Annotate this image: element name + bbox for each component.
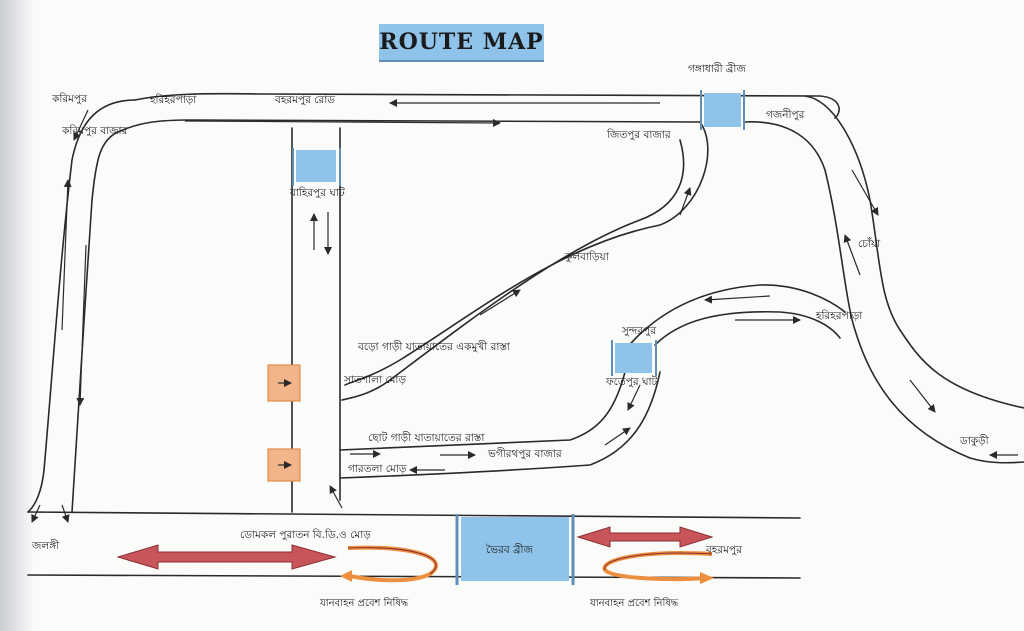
road-sundarpur-outer — [624, 284, 846, 351]
label-fatehpur-ghat: ফতেপুর ঘাট — [605, 375, 659, 388]
direction-arrow-icon — [76, 244, 87, 406]
label-no-entry-left: যানবাহন প্রবেশ নিষিদ্ধ — [319, 597, 409, 609]
checkpoint-sat-shala — [267, 364, 301, 402]
label-bhairab-bridge: ভৈরব ব্রীজ — [486, 543, 533, 556]
label-karimpur: করিমপুর — [51, 92, 88, 105]
road-top-inner — [117, 119, 701, 133]
label-domkal-more: ডোমকল পুরাতন বি.ডি.ও মোড় — [240, 528, 371, 541]
label-sat-shala-more: সাতশালা মোড় — [343, 374, 406, 386]
road-fatehpur-right — [339, 371, 661, 479]
title-banner: ROUTE MAP — [379, 24, 544, 62]
road-network — [27, 92, 1024, 579]
double-headed-arrow-icon — [576, 526, 714, 548]
direction-arrow-icon — [329, 485, 343, 509]
direction-arrow-icon — [73, 109, 89, 141]
label-jalangi: জলঙ্গী — [31, 539, 60, 552]
double-headed-arrow-icon — [116, 544, 337, 570]
label-gangadhari-bridge: গঙ্গাধারী ব্রীজ — [688, 62, 746, 75]
road-right-inner — [744, 121, 1024, 464]
map-labels: গঙ্গাধারী ব্রীজ করিমপুর হরিহরপাড়া বহরমপ… — [31, 62, 990, 609]
direction-arrows — [31, 99, 1018, 523]
direction-arrow-icon — [604, 427, 631, 446]
no-entry-uturn-icon — [347, 545, 438, 583]
double-headed-arrow-left — [116, 544, 337, 570]
checkpoint-garatala — [267, 448, 301, 482]
direction-arrow-icon — [184, 118, 501, 127]
no-entry-uturn-icon — [602, 551, 713, 582]
map-title: ROUTE MAP — [379, 29, 544, 55]
label-no-entry-right: যানবাহন প্রবেশ নিষিদ্ধ — [589, 597, 679, 609]
label-jitpur-bazar: জিতপুর বাজার — [606, 128, 672, 141]
road-left-outer — [27, 99, 136, 513]
water-bridge-icon — [461, 517, 569, 581]
label-harihar-para-top: হরিহরপাড়া — [149, 93, 197, 106]
road-top-outer — [134, 92, 840, 119]
label-gajnipur: গজনীপুর — [766, 108, 806, 121]
label-choya: চোঁয়া — [858, 236, 881, 250]
direction-arrow-icon — [61, 504, 70, 523]
label-harihar-para-right: হরিহরপাড়া — [815, 309, 863, 322]
label-big-vehicle-one-way: বড়ো গাড়ী যাতায়াতের একমুখী রাস্তা — [357, 340, 511, 353]
label-ghat-top: বাহিরপুর ঘাট — [289, 186, 346, 199]
direction-arrow-icon — [909, 379, 936, 413]
direction-arrow-icon — [31, 504, 41, 523]
road-left-inner — [71, 131, 119, 513]
no-entry-swirl-left — [340, 545, 438, 583]
ghat-top — [292, 148, 341, 186]
bridge-bhairab — [455, 514, 575, 585]
label-sundarpur: সুন্দরপুর — [621, 325, 657, 337]
road-fatehpur-left — [339, 371, 626, 451]
direction-arrow-icon — [479, 289, 521, 316]
direction-arrow-icon — [627, 384, 641, 411]
road-bottom-top-line — [27, 511, 801, 519]
water-bridge-icon — [615, 343, 652, 373]
water-bridge-icon — [704, 93, 741, 127]
label-baharampur: বহরমপুর — [705, 544, 743, 556]
label-dakuri: ডাকুড়ী — [959, 434, 990, 447]
double-headed-arrow-right — [576, 526, 714, 548]
direction-arrow-icon — [679, 187, 692, 216]
road-jitpur-inner — [341, 139, 685, 401]
label-karimpur-bazar: করিমপুর বাজার — [61, 124, 129, 137]
scan-edge-shadow — [0, 0, 34, 631]
direction-arrow-icon — [851, 169, 879, 216]
label-garatala-more: গারতলা মোড় — [348, 463, 407, 475]
bridge-gangadhari — [700, 90, 745, 130]
direction-arrow-icon — [704, 295, 771, 304]
road-right-outer — [804, 95, 1024, 409]
label-baharampur-road: বহরমপুর রোড — [274, 94, 336, 106]
ghat-fatehpur — [611, 340, 657, 376]
no-entry-swirl-right — [602, 551, 714, 584]
road-sundarpur-inner — [654, 310, 841, 346]
direction-arrow-icon — [61, 179, 72, 331]
label-kulbaria: কুলবাড়িয়া — [564, 250, 610, 263]
label-small-vehicle-road: ছোট গাড়ী যাতায়াতের রাস্তা — [368, 431, 485, 444]
direction-arrow-icon — [843, 234, 861, 276]
water-bridge-icon — [296, 150, 336, 182]
label-bhagirathpur-bazar: ভগীরথপুর বাজার — [487, 447, 563, 460]
